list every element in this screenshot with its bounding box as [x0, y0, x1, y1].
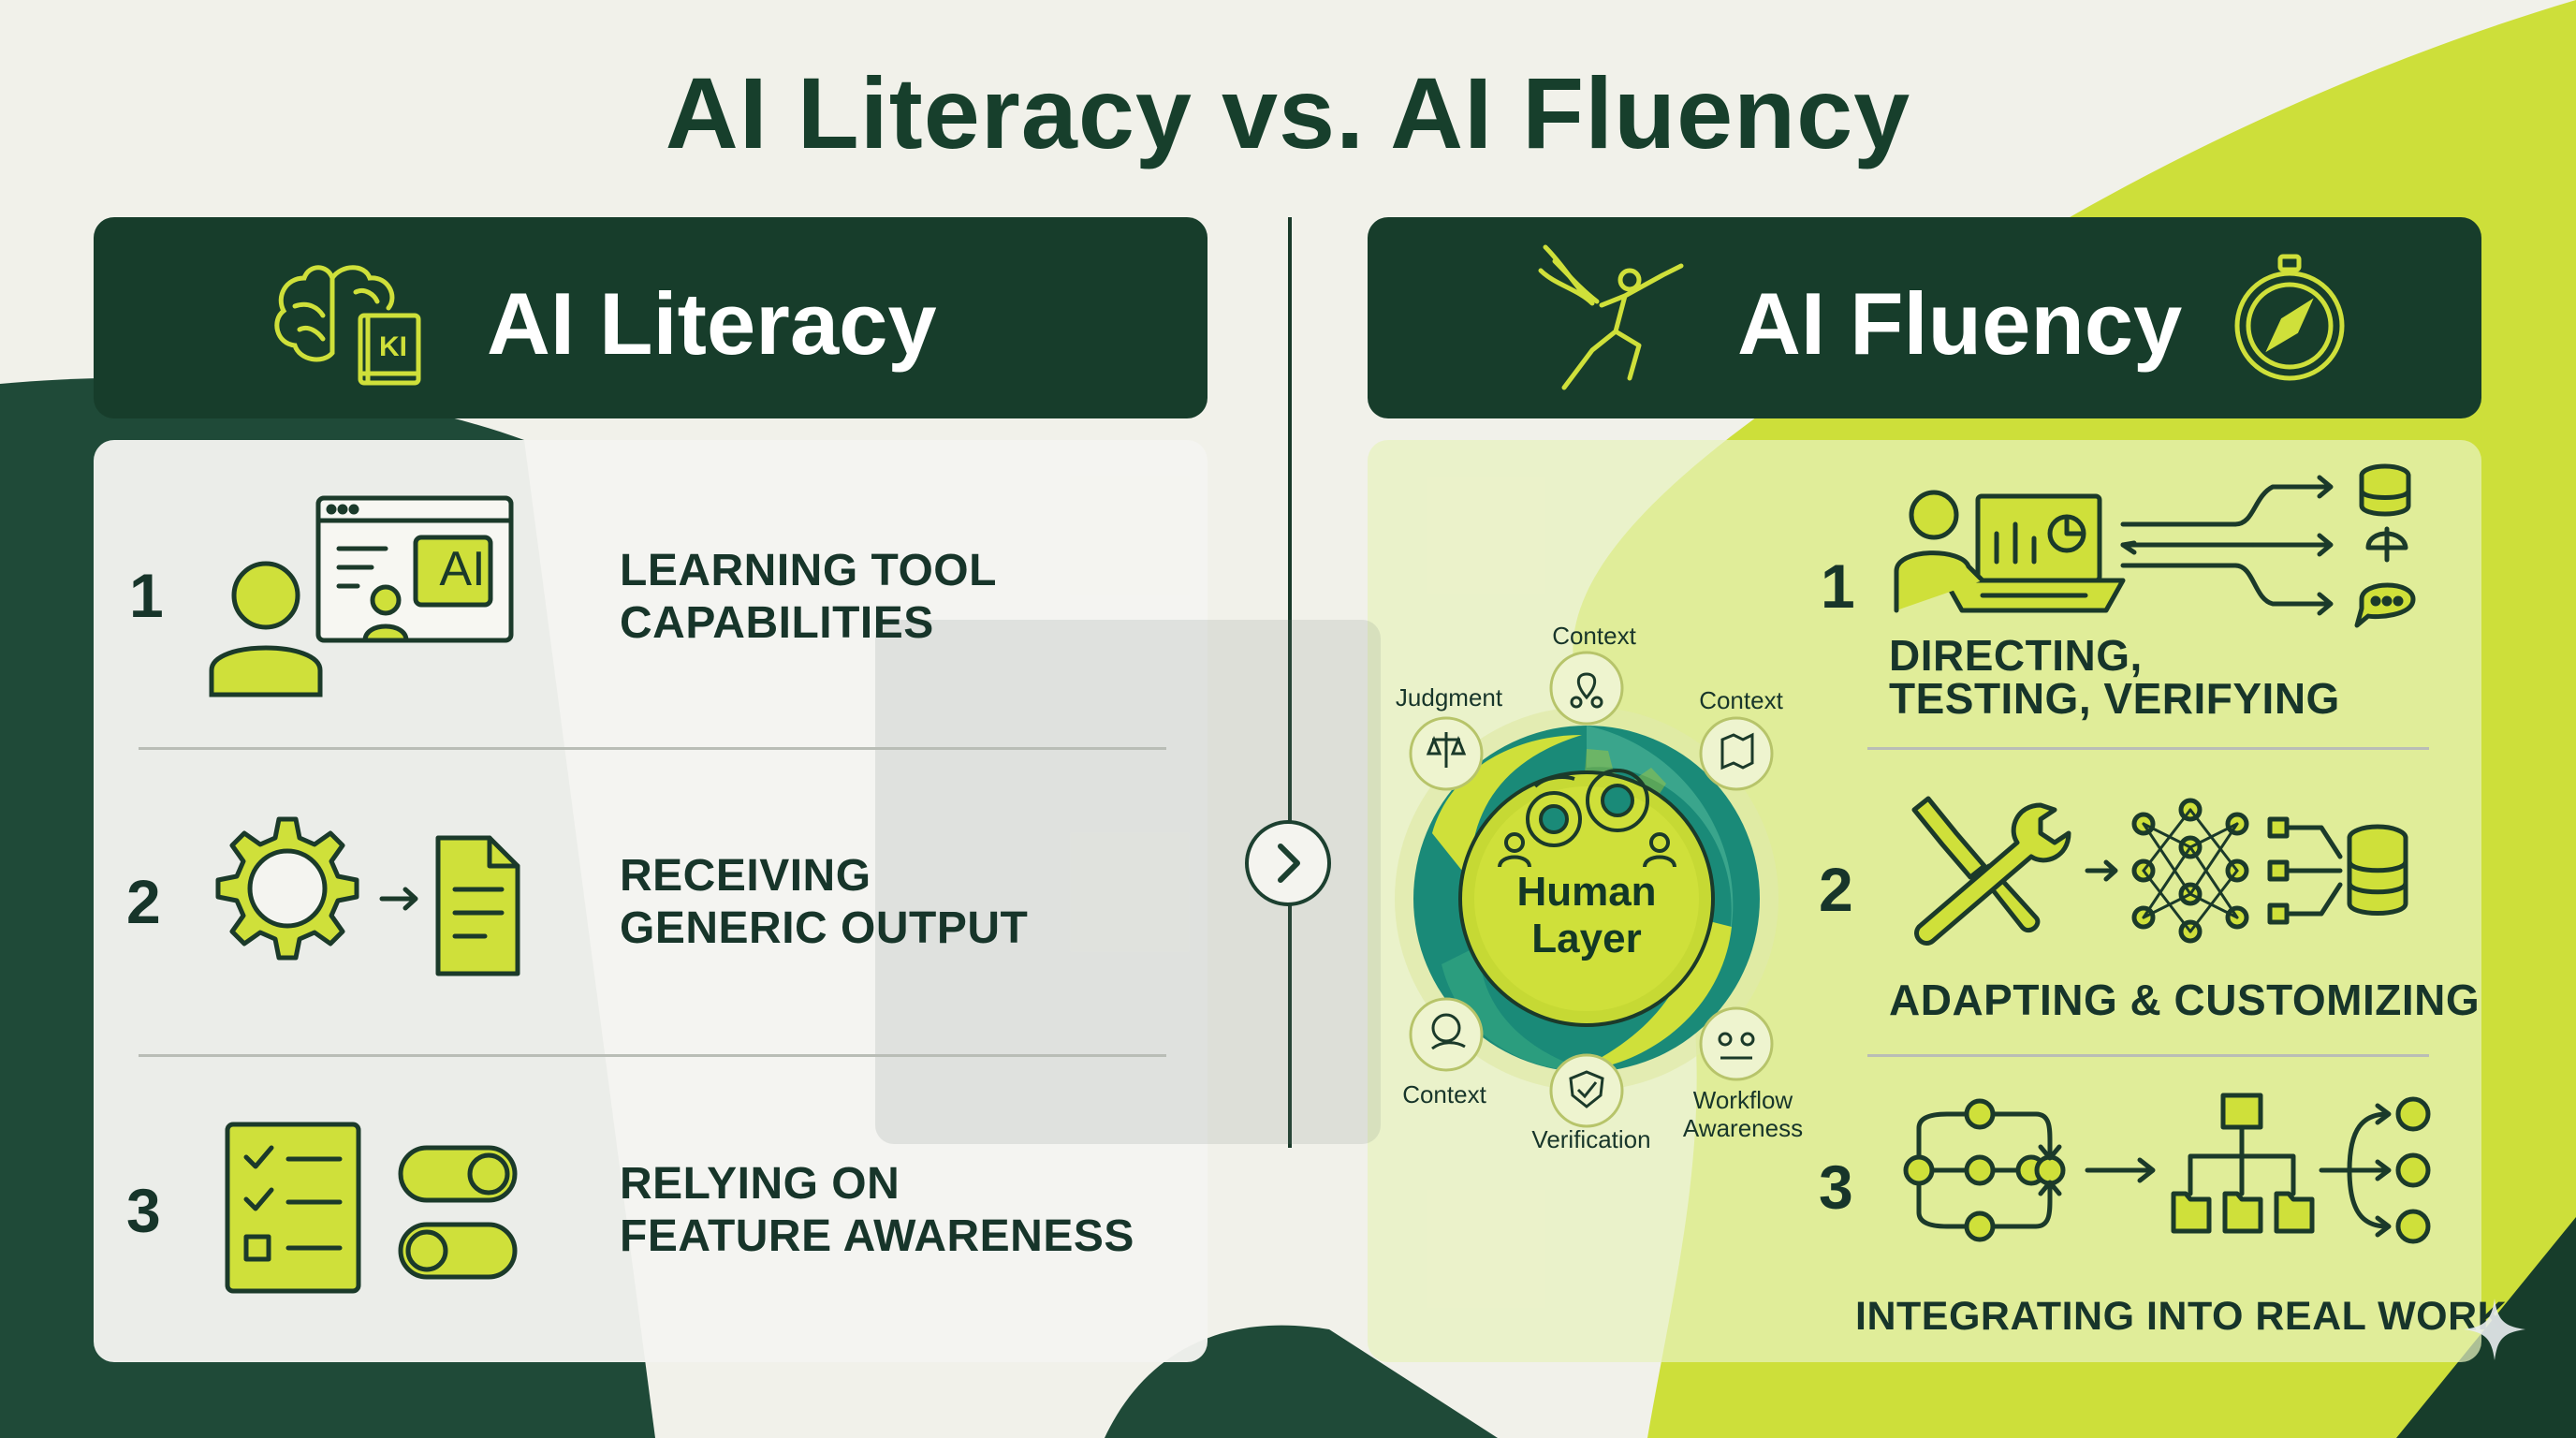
fluency-separator-2 [1867, 1054, 2429, 1057]
literacy-item-3-line2: FEATURE AWARENESS [620, 1211, 1134, 1261]
sparkle-icon [2464, 1299, 2525, 1360]
literacy-item-2-text: RECEIVING GENERIC OUTPUT [620, 850, 1028, 955]
fluency-item-3-line1: INTEGRATING INTO REAL WORK [1855, 1294, 2508, 1339]
workflow-integration-icon [1903, 1093, 2431, 1244]
compass-icon [2234, 254, 2345, 381]
fluency-item-2-line1: ADAPTING & CUSTOMIZING [1889, 976, 2481, 1024]
fluency-item-1-line1: DIRECTING, [1889, 631, 2143, 680]
hub-label-top-left: Judgment [1395, 683, 1503, 712]
fluency-item-2-text: ADAPTING & CUSTOMIZING [1889, 974, 2480, 1026]
screen-badge-text: AI [439, 542, 486, 596]
gear-to-document-icon [215, 816, 520, 976]
literacy-item-1-text: LEARNING TOOL CAPABILITIES [620, 545, 997, 650]
literacy-item-1-number: 1 [129, 561, 164, 630]
literacy-item-3-number: 3 [126, 1176, 161, 1245]
fluency-item-1-number: 1 [1821, 551, 1855, 621]
hub-title-line1: Human [1516, 869, 1657, 915]
hub-label-bottom: Verification [1531, 1125, 1651, 1153]
chevron-right-icon [1278, 844, 1300, 883]
literacy-item-2-number: 2 [126, 867, 161, 936]
literacy-item-2-line1: RECEIVING [620, 851, 871, 901]
fluency-header-title: AI Fluency [1737, 274, 2183, 373]
fluency-item-3-text: INTEGRATING INTO REAL WORK [1855, 1290, 2507, 1343]
fluency-item-1-text: DIRECTING, TESTING, VERIFYING [1889, 634, 2340, 720]
human-layer-hub [1395, 651, 1778, 1128]
learning-screen-icon [209, 495, 514, 697]
winged-figure-icon [1538, 244, 1684, 390]
fluency-item-3-number: 3 [1819, 1152, 1853, 1222]
center-divider-bottom [1288, 901, 1292, 1148]
fluency-item-2-number: 2 [1819, 855, 1853, 924]
hub-label-top-right: Context [1699, 686, 1783, 714]
literacy-item-1-line1: LEARNING TOOL [620, 546, 997, 595]
directing-dashboard-icon [1894, 463, 2416, 628]
hub-label-bottom-right-line1: Workflow [1692, 1086, 1793, 1114]
hub-title-line2: Layer [1531, 916, 1642, 961]
literacy-item-1-line2: CAPABILITIES [620, 598, 934, 648]
literacy-item-2-line2: GENERIC OUTPUT [620, 903, 1029, 953]
hub-label-bottom-left: Context [1402, 1080, 1486, 1108]
literacy-item-3-text: RELYING ON FEATURE AWARENESS [620, 1158, 1134, 1263]
page-title: AI Literacy vs. AI Fluency [665, 56, 1911, 169]
book-badge: KI [379, 331, 407, 362]
literacy-header-title: AI Literacy [487, 274, 937, 373]
transition-arrow-button[interactable] [1245, 820, 1331, 906]
literacy-header: KI AI Literacy [94, 217, 1208, 418]
tools-network-icon [1911, 796, 2408, 946]
literacy-separator-2 [139, 1054, 1166, 1057]
fluency-header: AI Fluency [1368, 217, 2481, 418]
center-divider-top [1288, 217, 1292, 826]
checklist-toggles-icon [225, 1122, 518, 1294]
hub-label-top: Context [1552, 622, 1636, 650]
brain-book-icon: KI [274, 265, 421, 386]
literacy-separator-1 [139, 747, 1166, 750]
fluency-item-1-line2: TESTING, VERIFYING [1889, 674, 2340, 723]
literacy-item-3-line1: RELYING ON [620, 1159, 900, 1209]
fluency-separator-1 [1867, 747, 2429, 750]
hub-label-bottom-right-line2: Awareness [1682, 1114, 1804, 1142]
hub-label-bottom-right: Workflow Awareness [1668, 1086, 1818, 1142]
hub-title: Human Layer [1470, 869, 1704, 962]
